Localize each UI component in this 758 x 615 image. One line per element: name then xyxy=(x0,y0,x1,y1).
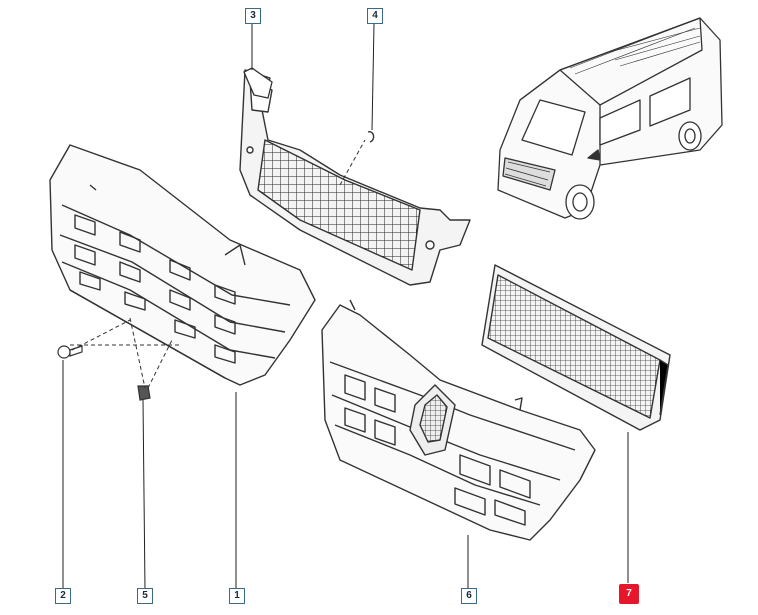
callout-3: 3 xyxy=(245,8,261,24)
part-6-front-grille xyxy=(321,299,596,541)
part-3-bracket xyxy=(243,67,273,99)
callout-7-highlighted: 7 xyxy=(619,584,639,604)
van-illustration xyxy=(497,17,723,220)
part-7-radiator-mesh xyxy=(481,264,671,431)
assembly-dashed-lines xyxy=(70,139,366,389)
callout-4: 4 xyxy=(367,8,383,24)
callout-6: 6 xyxy=(461,588,477,604)
clip-icon xyxy=(367,131,375,143)
part-1-grille-frame xyxy=(49,144,316,386)
leader-lines xyxy=(62,23,629,591)
part-5-clip xyxy=(137,385,151,401)
callout-5: 5 xyxy=(137,588,153,604)
callout-1: 1 xyxy=(229,588,245,604)
part-4-inner-grille xyxy=(239,69,471,286)
callout-2: 2 xyxy=(55,588,71,604)
part-2-screw xyxy=(57,345,83,359)
